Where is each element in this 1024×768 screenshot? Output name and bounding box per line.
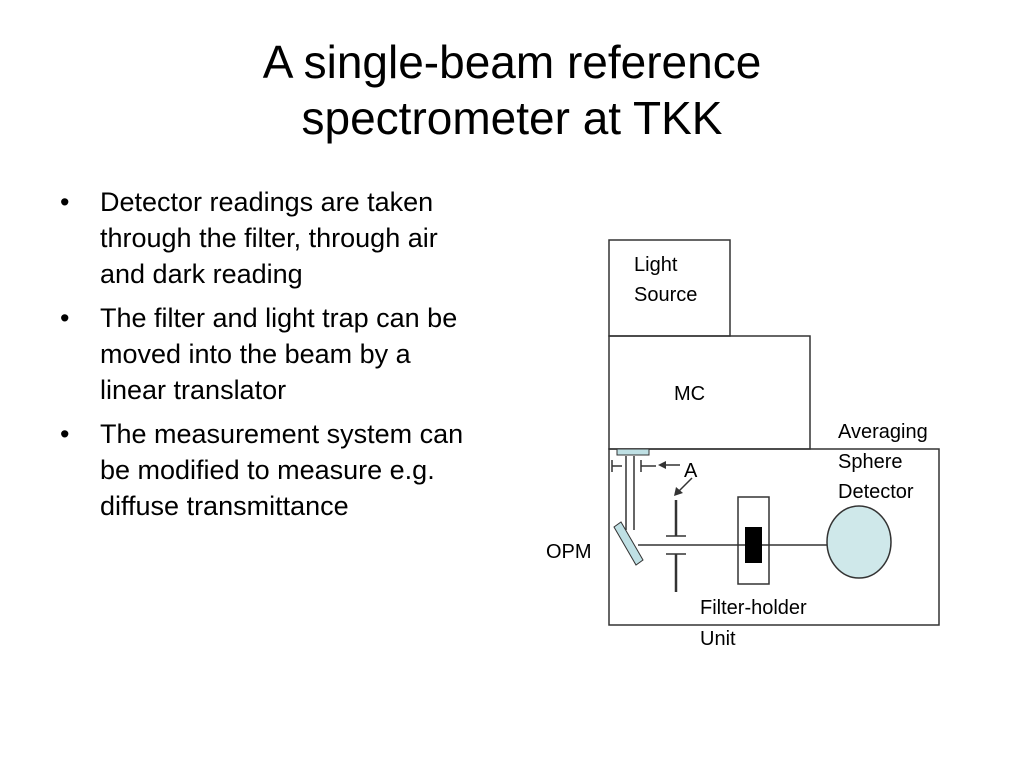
arrow-head-slit xyxy=(658,461,666,469)
bullet-list: • Detector readings are taken through th… xyxy=(60,184,480,532)
filter-holder-box xyxy=(737,496,770,585)
bullet-item: • The filter and light trap can be moved… xyxy=(60,300,480,408)
averaging-sphere xyxy=(826,505,892,579)
bullet-marker: • xyxy=(60,187,70,217)
bullet-text: The filter and light trap can be moved i… xyxy=(100,303,458,405)
aperture-label: A xyxy=(684,460,698,482)
sphere-label-3: Detector xyxy=(838,481,914,503)
title-line-1: A single-beam reference xyxy=(262,36,762,88)
slide-title: A single-beam reference spectrometer at … xyxy=(0,34,1024,146)
light-source-label-1: Light xyxy=(634,254,678,276)
bullet-text: The measurement system can be modified t… xyxy=(100,419,464,521)
opm-mirror xyxy=(613,521,644,566)
enclosure-box xyxy=(608,448,940,626)
light-source-label-2: Source xyxy=(634,284,697,306)
sphere-label-1: Averaging xyxy=(838,421,928,443)
title-line-2: spectrometer at TKK xyxy=(301,92,723,144)
bullet-text: Detector readings are taken through the … xyxy=(100,187,438,289)
mc-label: MC xyxy=(674,383,705,405)
filter-holder-label-2: Unit xyxy=(700,628,736,650)
filter-holder-label-1: Filter-holder xyxy=(700,597,807,619)
spectrometer-diagram: Light Source MC Averaging Sphere Detecto… xyxy=(546,239,940,650)
monochromator-box xyxy=(608,335,811,450)
sphere-label-2: Sphere xyxy=(838,451,903,473)
bullet-marker: • xyxy=(60,419,70,449)
filter-element xyxy=(745,527,762,563)
bullet-item: • The measurement system can be modified… xyxy=(60,416,480,524)
mirror-top xyxy=(616,448,650,456)
arrow-head-aperture xyxy=(674,487,683,496)
bullet-marker: • xyxy=(60,303,70,333)
opm-label: OPM xyxy=(546,541,592,563)
bullet-item: • Detector readings are taken through th… xyxy=(60,184,480,292)
